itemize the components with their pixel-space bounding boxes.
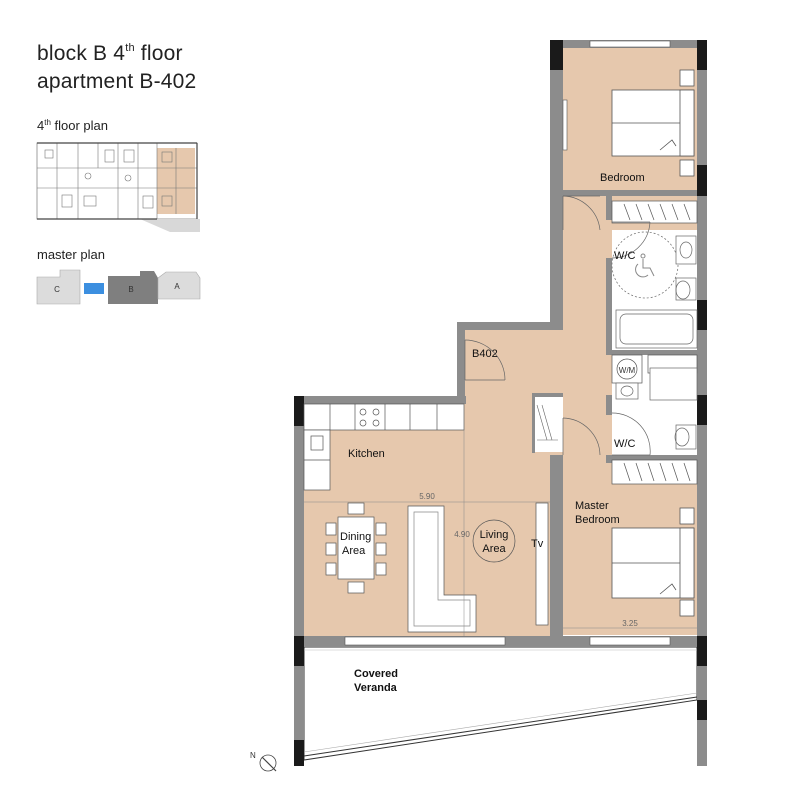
label-master-1: Master — [575, 500, 609, 512]
title-block: block B 4th floor apartment B-402 — [37, 34, 196, 96]
floor-key-plan — [36, 142, 200, 232]
master-plan-heading: master plan — [37, 247, 105, 262]
walls-dark — [294, 40, 707, 766]
label-kitchen: Kitchen — [348, 448, 385, 460]
label-wc-bottom: W/C — [614, 438, 635, 450]
dining-table — [325, 502, 387, 594]
block-a — [157, 271, 201, 300]
label-living-2: Area — [482, 543, 506, 555]
label-dining-1: Dining — [340, 531, 371, 543]
block-c — [36, 269, 81, 305]
bedroom-door — [562, 195, 601, 231]
bedroom-bed — [611, 69, 695, 177]
covered-veranda — [303, 646, 698, 761]
tv-unit — [535, 502, 549, 626]
entry-closet — [536, 404, 558, 441]
label-master-2: Bedroom — [575, 514, 620, 526]
dimension-lines — [304, 404, 697, 636]
title-apartment: apartment B-402 — [37, 70, 197, 93]
entry-door — [464, 339, 506, 381]
block-b — [108, 271, 158, 304]
pool-shape — [84, 283, 104, 294]
dimension-depth-living: 4.90 — [454, 530, 470, 539]
block-a-label: A — [174, 282, 180, 291]
label-bedroom: Bedroom — [600, 172, 645, 184]
sofa — [407, 505, 477, 633]
label-tv: Tv — [531, 538, 544, 550]
hob — [310, 408, 380, 451]
dimension-width-living: 5.90 — [419, 492, 435, 501]
windows — [344, 40, 671, 646]
label-veranda-2: Veranda — [354, 682, 398, 694]
block-b-label: B — [128, 285, 133, 294]
accessibility-icon — [635, 253, 655, 278]
master-wardrobe — [611, 459, 698, 485]
label-unit: B402 — [472, 348, 498, 360]
label-veranda-1: Covered — [354, 668, 398, 680]
washing-machine — [611, 354, 698, 384]
label-wc-top: W/C — [614, 250, 635, 262]
label-wm: W/M — [619, 366, 636, 375]
master-plan-key: C B A — [36, 269, 201, 305]
compass-icon — [259, 754, 277, 772]
compass-label: N — [250, 751, 256, 760]
block-c-label: C — [54, 285, 60, 294]
floor-plan-heading: 4th floor plan — [37, 118, 108, 133]
label-dining-2: Area — [342, 545, 366, 557]
label-living-1: Living — [480, 529, 509, 541]
bedroom-wardrobe — [611, 200, 698, 224]
dimension-width-master: 3.25 — [622, 619, 638, 628]
wc-top-fixtures — [611, 221, 698, 349]
kitchen-counter — [303, 403, 465, 491]
living-area-circle — [472, 519, 516, 563]
title-floor: block B 4th floor — [37, 42, 183, 65]
wc-bottom-fixtures — [562, 367, 698, 456]
master-bed — [611, 507, 695, 617]
